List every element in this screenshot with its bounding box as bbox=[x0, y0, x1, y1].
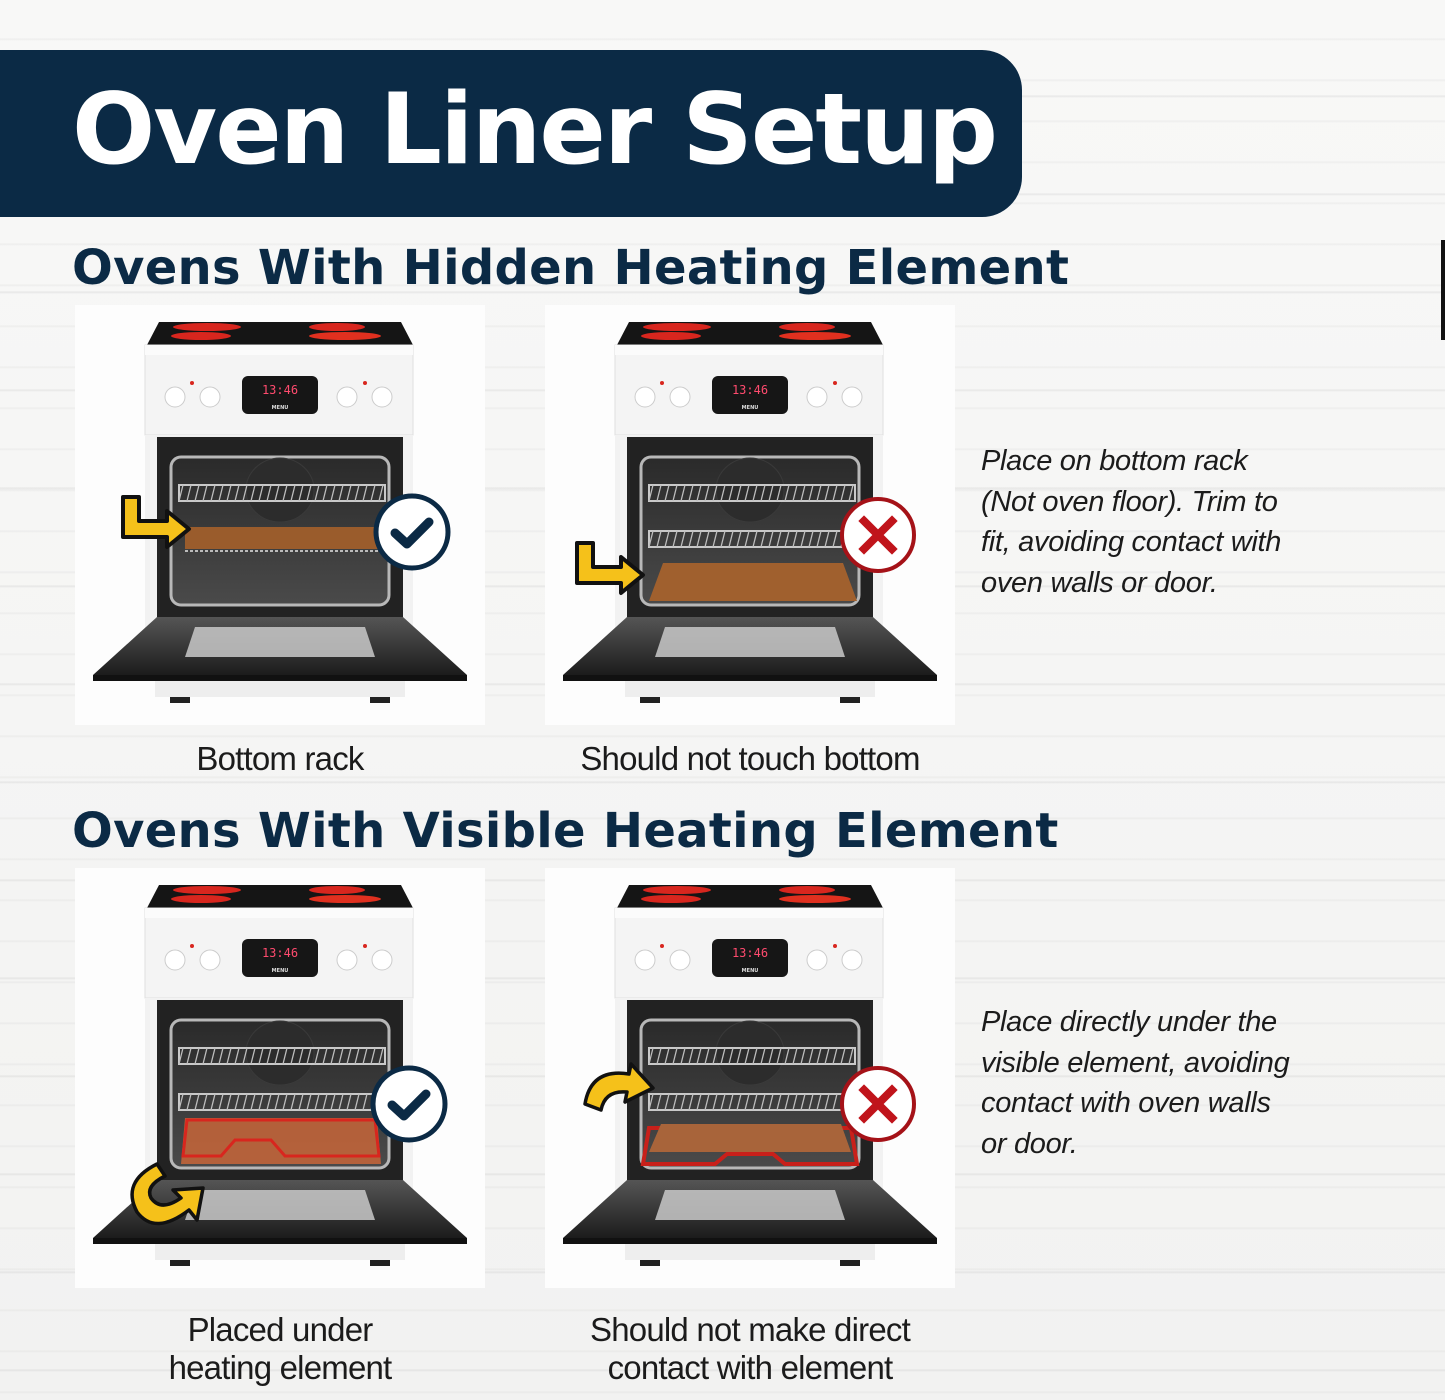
x-icon bbox=[840, 497, 916, 573]
check-icon bbox=[373, 493, 451, 571]
panel-hidden-correct: Bottom rack bbox=[75, 305, 485, 777]
liner-on-element bbox=[649, 1124, 851, 1152]
curved-arrow-icon bbox=[583, 1062, 655, 1112]
note-visible: Place directly under the visible element… bbox=[981, 1006, 1290, 1160]
panel-visible-correct: Placed under heating element bbox=[75, 868, 485, 1386]
caption: Bottom rack bbox=[196, 740, 364, 777]
caption: Placed under heating element bbox=[168, 1311, 393, 1386]
oven-illustration bbox=[561, 320, 939, 705]
caption: Should not touch bottom bbox=[580, 740, 920, 777]
heating-element bbox=[640, 1126, 860, 1166]
liner-on-rack bbox=[185, 527, 390, 552]
l-arrow-icon bbox=[121, 495, 191, 549]
panel-visible-incorrect: Should not make direct contact with elem… bbox=[545, 868, 955, 1386]
edge-mark bbox=[1441, 240, 1445, 340]
liner-under-element bbox=[181, 1118, 381, 1164]
section-heading-hidden: Ovens With Hidden Heating Element bbox=[72, 240, 1070, 296]
l-arrow-icon bbox=[575, 541, 645, 595]
panel-hidden-incorrect: Should not touch bottom bbox=[545, 305, 955, 777]
title-banner: Oven Liner Setup bbox=[0, 50, 1022, 217]
x-icon bbox=[840, 1066, 916, 1142]
caption: Should not make direct contact with elem… bbox=[590, 1311, 911, 1386]
note-hidden: Place on bottom rack (Not oven floor). T… bbox=[981, 445, 1282, 599]
curved-arrow-icon bbox=[130, 1162, 205, 1226]
oven-illustration bbox=[91, 883, 469, 1268]
liner-on-floor bbox=[649, 563, 857, 601]
check-icon bbox=[370, 1065, 448, 1143]
page-title: Oven Liner Setup bbox=[72, 72, 998, 187]
oven-illustration bbox=[561, 883, 939, 1268]
heating-element bbox=[181, 1118, 381, 1158]
section-heading-visible: Ovens With Visible Heating Element bbox=[72, 803, 1059, 859]
oven-illustration bbox=[91, 320, 469, 705]
